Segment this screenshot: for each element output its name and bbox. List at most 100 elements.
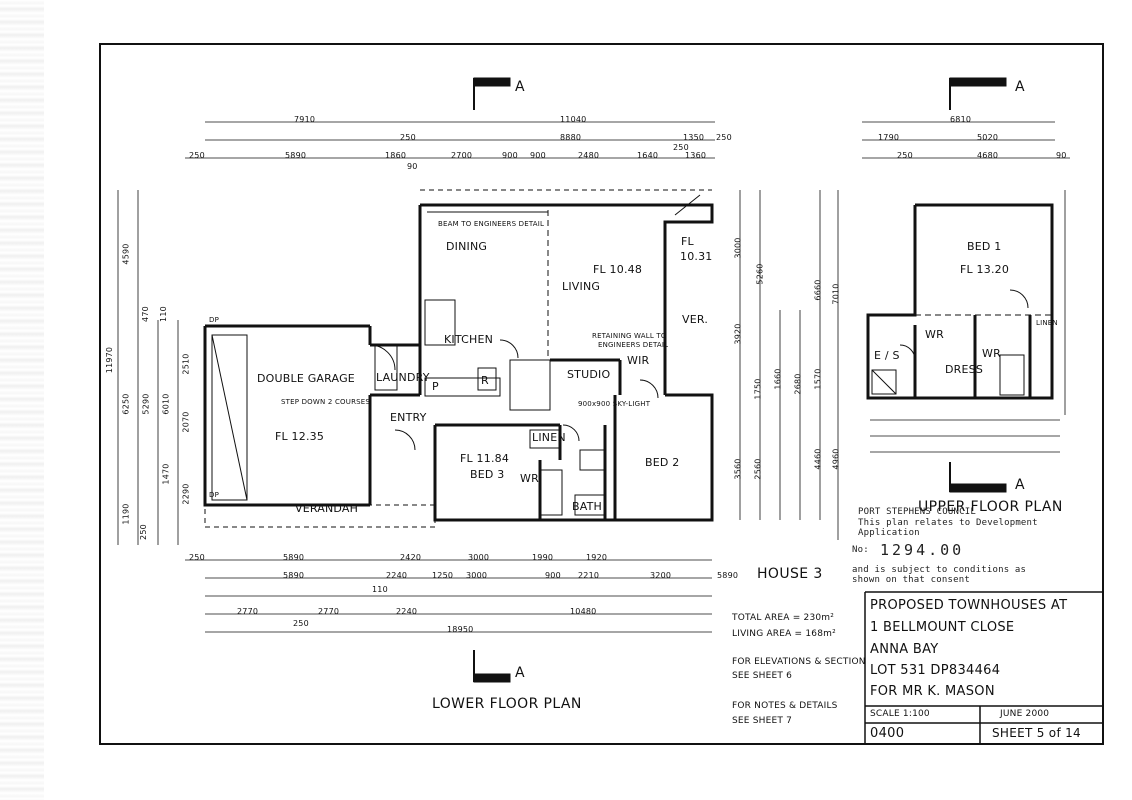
date-label: JUNE 2000 xyxy=(1000,709,1050,719)
stamp-line: Application xyxy=(858,528,920,538)
stamp-line: PORT STEPHENS COUNCIL xyxy=(858,507,976,517)
elevations-note: FOR ELEVATIONS & SECTION xyxy=(732,657,866,667)
room-bath: BATH xyxy=(572,500,603,513)
dimension: 8880 xyxy=(560,133,582,142)
dimension: 2770 xyxy=(237,607,259,616)
room-wir: WIR xyxy=(627,354,650,367)
stamp-number: 1294.00 xyxy=(880,541,965,559)
dimension: 10480 xyxy=(570,607,597,616)
section-label: A xyxy=(1015,477,1025,493)
dimension: 1570 xyxy=(813,368,823,390)
pantry-label: P xyxy=(432,380,439,393)
dimension: 900 xyxy=(545,571,561,580)
room-living: LIVING xyxy=(562,280,601,293)
dimension: 250 xyxy=(400,133,416,142)
dimension: 250 xyxy=(189,151,205,160)
dimension: 1920 xyxy=(586,553,608,562)
room-upper-wr: WR xyxy=(925,328,944,341)
room-laundry: LAUNDRY xyxy=(376,371,430,384)
dimension: 2240 xyxy=(386,571,408,580)
skylight-note: 900x900 SKY-LIGHT xyxy=(578,400,651,408)
sheet-number: SHEET 5 of 14 xyxy=(992,726,1081,740)
dimension: 3920 xyxy=(733,323,743,345)
room-kitchen: KITCHEN xyxy=(444,333,494,346)
section-label: A xyxy=(515,79,525,95)
dimension: 1350 xyxy=(683,133,705,142)
dimension: 11040 xyxy=(560,115,587,124)
title-block-line: FOR MR K. MASON xyxy=(870,684,995,699)
section-label: A xyxy=(1015,79,1025,95)
dimension: 3200 xyxy=(650,571,672,580)
room-upper-wr: WR xyxy=(982,347,1001,360)
bed1-floor-level: FL 13.20 xyxy=(960,263,1010,276)
step-down-note: STEP DOWN 2 COURSES xyxy=(281,398,371,406)
dimension: 1360 xyxy=(685,151,707,160)
dimension: 7010 xyxy=(831,283,841,305)
dimension: 900 xyxy=(502,151,518,160)
section-marker-top-right xyxy=(949,77,1007,110)
dimension: 250 xyxy=(293,619,309,628)
stamp-line: shown on that consent xyxy=(852,575,970,585)
title-block-line: PROPOSED TOWNHOUSES AT xyxy=(870,598,1068,613)
elevations-note: SEE SHEET 6 xyxy=(732,671,793,681)
details-note: SEE SHEET 7 xyxy=(732,716,793,726)
title-block-line: ANNA BAY xyxy=(870,642,939,657)
dimension: 5020 xyxy=(977,133,999,142)
dimension: 5290 xyxy=(141,393,151,415)
room-studio: STUDIO xyxy=(567,368,611,381)
downpipe-label: DP xyxy=(209,316,220,324)
room-wr: WR xyxy=(520,472,539,485)
living-area: LIVING AREA = 168m² xyxy=(732,629,836,639)
upper-floor-walls xyxy=(866,203,1054,400)
lower-floor-thin-lines xyxy=(204,189,712,528)
dimension: 250 xyxy=(673,143,689,152)
scan-edge xyxy=(0,0,44,800)
bed3-floor-level: FL 11.84 xyxy=(460,452,510,465)
dimension: 5890 xyxy=(717,571,739,580)
dimension: 1660 xyxy=(773,368,783,390)
dimension: 2510 xyxy=(181,353,191,375)
title-block-line: LOT 531 DP834464 xyxy=(870,663,1001,678)
dimension: 1750 xyxy=(753,378,763,400)
stamp-line: and is subject to conditions as xyxy=(852,565,1027,575)
fridge-label: R xyxy=(481,374,489,387)
lower-floor-plan-title: LOWER FLOOR PLAN xyxy=(432,696,582,712)
room-dress: DRESS xyxy=(945,363,984,376)
total-area: TOTAL AREA = 230m² xyxy=(732,613,835,623)
retaining-note: RETAINING WALL TO xyxy=(592,332,667,340)
dimension: 2240 xyxy=(396,607,418,616)
dimension: 90 xyxy=(407,162,418,171)
dimension: 7910 xyxy=(294,115,316,124)
dimension: 470 xyxy=(140,306,150,322)
house-label: HOUSE 3 xyxy=(757,566,823,582)
dimension: 3000 xyxy=(466,571,488,580)
dimension: 2210 xyxy=(578,571,600,580)
details-note: FOR NOTES & DETAILS xyxy=(732,701,838,711)
beam-note: BEAM TO ENGINEERS DETAIL xyxy=(438,220,545,228)
section-label: A xyxy=(515,665,525,681)
downpipe-label: DP xyxy=(209,491,220,499)
dimension: 6010 xyxy=(161,393,171,415)
room-linen: LINEN xyxy=(532,431,566,444)
dimension: 1250 xyxy=(432,571,454,580)
dimension: 2770 xyxy=(318,607,340,616)
dimension: 2480 xyxy=(578,151,600,160)
living-floor-level: FL 10.48 xyxy=(593,263,643,276)
dimension: 250 xyxy=(189,553,205,562)
dimension: 11970 xyxy=(105,346,115,374)
dimension: 4460 xyxy=(813,448,823,470)
dimension: 18950 xyxy=(447,625,474,634)
dimension: 6810 xyxy=(950,115,972,124)
dimension: 2070 xyxy=(181,411,191,433)
dimension: 90 xyxy=(1056,151,1067,160)
dimension: 1990 xyxy=(532,553,554,562)
dimension: 3560 xyxy=(733,458,743,480)
room-double-garage: DOUBLE GARAGE xyxy=(257,372,355,385)
room-verandah: VERANDAH xyxy=(295,502,359,515)
dimension: 110 xyxy=(158,306,168,322)
dimension: 2560 xyxy=(753,458,763,480)
garage-floor-level: FL 12.35 xyxy=(275,430,325,443)
dimension: 1860 xyxy=(385,151,407,160)
